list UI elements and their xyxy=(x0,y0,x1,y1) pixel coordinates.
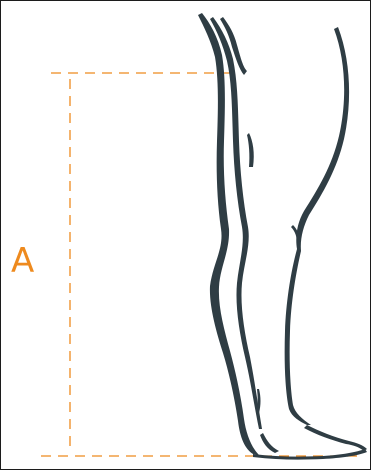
ankle-mark xyxy=(257,389,261,413)
foot-sole xyxy=(253,449,367,460)
measurement-label-a: A xyxy=(11,244,34,278)
calf-mark xyxy=(247,133,254,167)
leg-outline-icon xyxy=(198,13,367,460)
foot-top xyxy=(304,425,367,451)
measurement-lines xyxy=(41,73,363,456)
leg-front-contour xyxy=(285,27,349,425)
heel-mark xyxy=(260,433,279,453)
leg-back-contour xyxy=(198,13,259,455)
